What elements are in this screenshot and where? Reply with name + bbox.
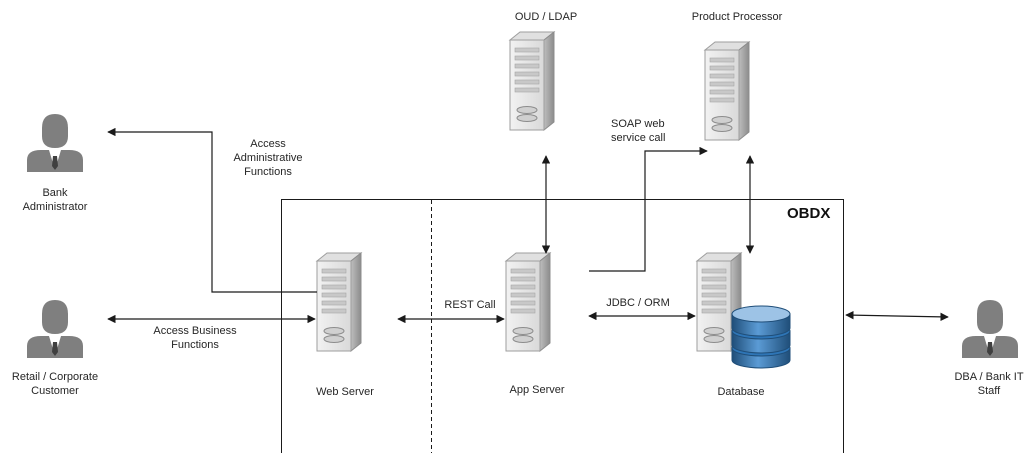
web-server-icon <box>316 252 362 352</box>
oud-ldap-server-icon <box>509 31 555 131</box>
product-processor-server-icon <box>704 41 750 141</box>
obdx-title: OBDX <box>787 205 831 222</box>
retail-customer-icon <box>27 300 83 358</box>
oud-ldap-label: OUD / LDAP <box>514 11 578 23</box>
dba-staff-label: DBA / Bank IT Staff <box>954 371 1024 397</box>
jdbc-orm-label: JDBC / ORM <box>606 297 670 309</box>
web-server-label: Web Server <box>316 386 374 398</box>
soap-connector <box>589 146 708 272</box>
soap-call-label: SOAP web service call <box>611 118 666 144</box>
database-label: Database <box>717 386 765 398</box>
access-admin-label: Access Administrative Functions <box>233 138 303 178</box>
app-server-label: App Server <box>509 384 565 396</box>
admin-connector <box>107 127 317 293</box>
database-cylinder-icon <box>731 305 791 369</box>
dba-staff-icon <box>962 300 1018 358</box>
bank-administrator-label: Bank Administrator <box>22 187 88 213</box>
bank-administrator-icon <box>27 114 83 172</box>
retail-customer-label: Retail / Corporate Customer <box>11 371 99 397</box>
app-server-icon <box>505 252 551 352</box>
obdx-boundary <box>281 199 844 453</box>
dba-connector <box>845 310 949 322</box>
product-processor-label: Product Processor <box>691 11 783 23</box>
access-business-label: Access Business Functions <box>153 325 237 351</box>
rest-call-label: REST Call <box>444 299 496 311</box>
